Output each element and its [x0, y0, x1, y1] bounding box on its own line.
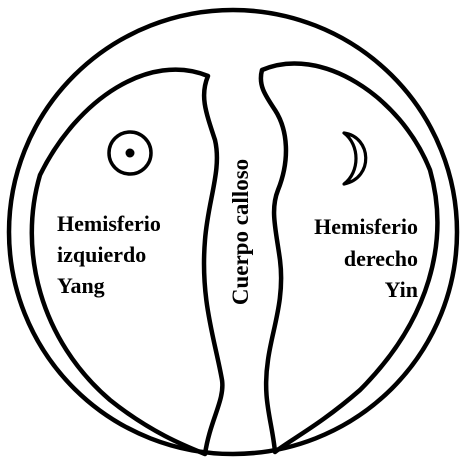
right-hemisphere-label-line3: Yin — [385, 277, 418, 302]
left-hemisphere-label-line2: izquierdo — [57, 242, 146, 267]
corpus-callosum-label: Cuerpo calloso — [228, 159, 253, 305]
left-hemisphere-label-line3: Yang — [57, 273, 105, 298]
right-hemisphere-label-line2: derecho — [344, 246, 418, 271]
left-hemisphere-label-line1: Hemisferio — [57, 211, 161, 236]
sun-icon — [109, 132, 151, 174]
right-hemisphere-label-line1: Hemisferio — [314, 214, 418, 239]
crescent-moon-icon — [344, 133, 366, 184]
